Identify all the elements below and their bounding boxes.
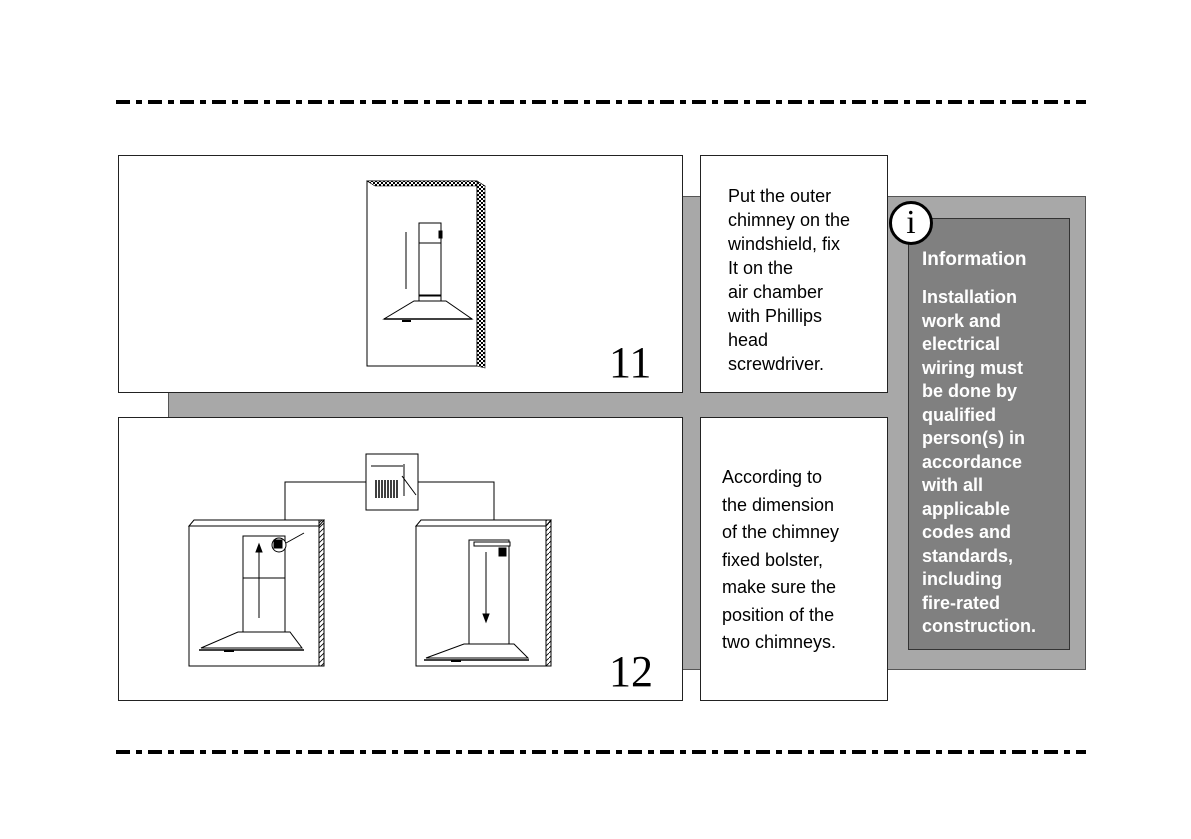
step-11-illustration (365, 180, 487, 369)
chimney-graphic (405, 222, 443, 296)
step-number-11: 11 (609, 338, 652, 387)
info-icon: i (889, 201, 933, 245)
information-box: Information Installation work and electr… (908, 218, 1070, 650)
top-dashed-divider (116, 100, 1086, 104)
information-body: Installation work and electrical wiring … (922, 287, 1037, 636)
step-12-illustration-panel: 12 (118, 417, 683, 701)
detail-inset (365, 453, 419, 511)
bottom-dashed-divider (116, 750, 1086, 754)
step-11-text-panel: Put the outer chimney on the windshield,… (700, 155, 888, 393)
left-hood-assembly (187, 519, 326, 667)
step-number-12: 12 (609, 647, 653, 696)
range-hood-graphic (382, 295, 474, 322)
step-12-instructions: According to the dimension of the chimne… (722, 467, 840, 652)
step-12-text-panel: According to the dimension of the chimne… (700, 417, 888, 701)
step-11-illustration-panel: 11 (118, 155, 683, 393)
right-hood-assembly (414, 519, 553, 667)
information-title: Information (922, 249, 1027, 270)
step-11-instructions: Put the outer chimney on the windshield,… (728, 186, 851, 374)
step-12-illustration (187, 453, 553, 667)
